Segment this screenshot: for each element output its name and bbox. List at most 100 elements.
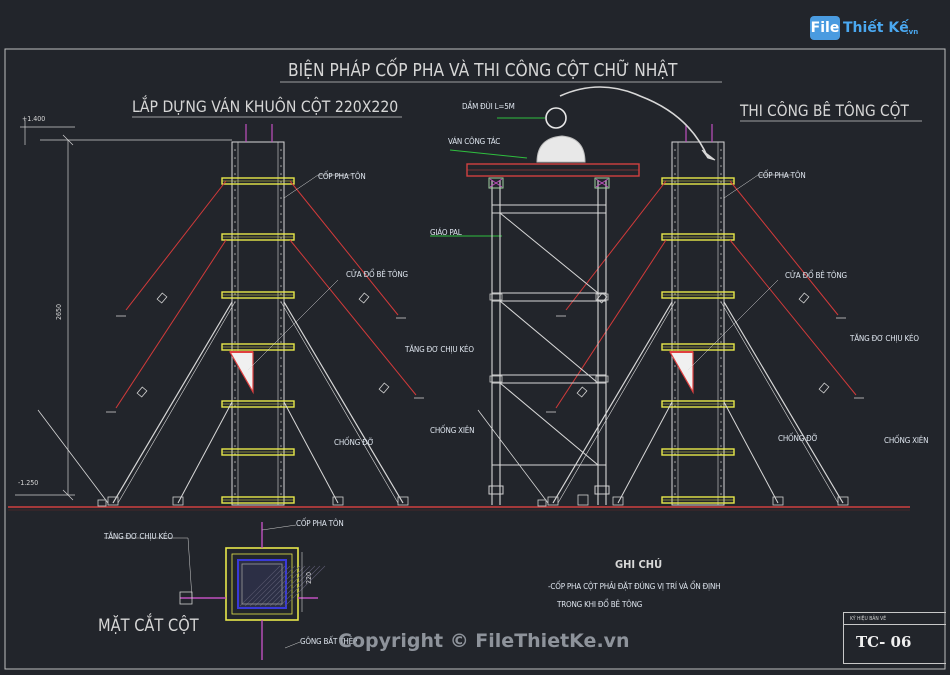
bolt [720, 469, 722, 471]
bolt [720, 397, 722, 399]
coupler [489, 375, 503, 383]
turnbuckle [818, 382, 830, 394]
bolt [234, 421, 236, 423]
logo-mark: File [810, 16, 840, 40]
base-plate [107, 496, 119, 506]
coupler [595, 293, 609, 301]
bolt [234, 341, 236, 343]
bolt [674, 221, 676, 223]
notes-line-1: -CỐP PHA CỘT PHẢI ĐẶT ĐÚNG VỊ TRÍ VÀ ỔN … [548, 582, 721, 591]
hatch [259, 565, 301, 607]
bolt [280, 213, 282, 215]
column-shell [671, 141, 725, 506]
hatch [249, 565, 291, 607]
bolt [280, 229, 282, 231]
bolt [674, 437, 676, 439]
bolt [234, 461, 236, 463]
prop-left [552, 301, 673, 504]
tension-rod [289, 239, 417, 396]
bolt [720, 445, 722, 447]
bolt [280, 165, 282, 167]
turnbuckle [798, 292, 810, 304]
bolt [234, 197, 236, 199]
hatch [254, 565, 296, 607]
scaffold-diagonal [499, 300, 599, 384]
bolt [280, 485, 282, 487]
bolt [674, 397, 676, 399]
hoist-cable [559, 86, 709, 159]
base-plate [397, 496, 409, 506]
brace-right [723, 401, 779, 504]
base-jack [488, 485, 504, 495]
bolt [720, 477, 722, 479]
tension-rod [115, 239, 227, 409]
bolt [234, 381, 236, 383]
bolt [720, 485, 722, 487]
bolt [674, 429, 676, 431]
label-section-formwork: CỐP PHA TÔN [296, 519, 344, 528]
base-plate [172, 496, 184, 506]
bolt [674, 197, 676, 199]
long-brace [37, 409, 109, 504]
bolt [720, 221, 722, 223]
bolt [720, 357, 722, 359]
bolt [234, 165, 236, 167]
bolt [720, 197, 722, 199]
section-view-title: MẶT CẮT CỘT [98, 616, 199, 636]
bolt [674, 373, 676, 375]
bolt [674, 469, 676, 471]
bolt [674, 277, 676, 279]
head-jack [594, 177, 610, 189]
bolt [720, 429, 722, 431]
turnbuckle [378, 382, 390, 394]
bolt [674, 261, 676, 263]
bolt [720, 165, 722, 167]
bolt [280, 149, 282, 151]
bolt [674, 477, 676, 479]
bolt [674, 213, 676, 215]
bolt [234, 389, 236, 391]
bolt [280, 381, 282, 383]
bolt [234, 309, 236, 311]
bolt [720, 157, 722, 159]
scaffold-diagonal [499, 212, 599, 294]
bolt [280, 421, 282, 423]
ground-anchor [97, 499, 107, 507]
coupler [595, 375, 609, 383]
bolt [674, 389, 676, 391]
bolt [280, 173, 282, 175]
prop-right [283, 301, 404, 504]
bolt [674, 445, 676, 447]
dim-top-level: +1.400 [22, 115, 46, 123]
bolt [234, 333, 236, 335]
tension-rod [555, 239, 667, 409]
bolt [280, 357, 282, 359]
bolt [720, 325, 722, 327]
ground-anchor [537, 499, 547, 507]
bolt [280, 333, 282, 335]
bolt [720, 341, 722, 343]
bolt [720, 493, 722, 495]
bolt [720, 309, 722, 311]
leader [247, 279, 339, 371]
bolt [280, 325, 282, 327]
turnbuckle [358, 292, 370, 304]
bolt [280, 373, 282, 375]
bolt [280, 365, 282, 367]
bolt [720, 245, 722, 247]
bolt [674, 333, 676, 335]
right-view-title: THI CÔNG BÊ TÔNG CỘT [740, 101, 909, 120]
turnbuckle [136, 386, 148, 398]
prop-left [112, 301, 233, 504]
long-brace [477, 409, 549, 504]
label-section-tension: TĂNG ĐƠ CHỊU KÉO [104, 532, 173, 541]
label-left-pour-door: CỬA ĐỔ BÊ TÔNG [346, 270, 408, 279]
coupler [489, 293, 503, 301]
leader [284, 641, 301, 649]
bolt [280, 277, 282, 279]
hatch [239, 565, 281, 607]
bolt [280, 493, 282, 495]
bolt [720, 181, 722, 183]
bolt [720, 437, 722, 439]
base-plate [837, 496, 849, 506]
